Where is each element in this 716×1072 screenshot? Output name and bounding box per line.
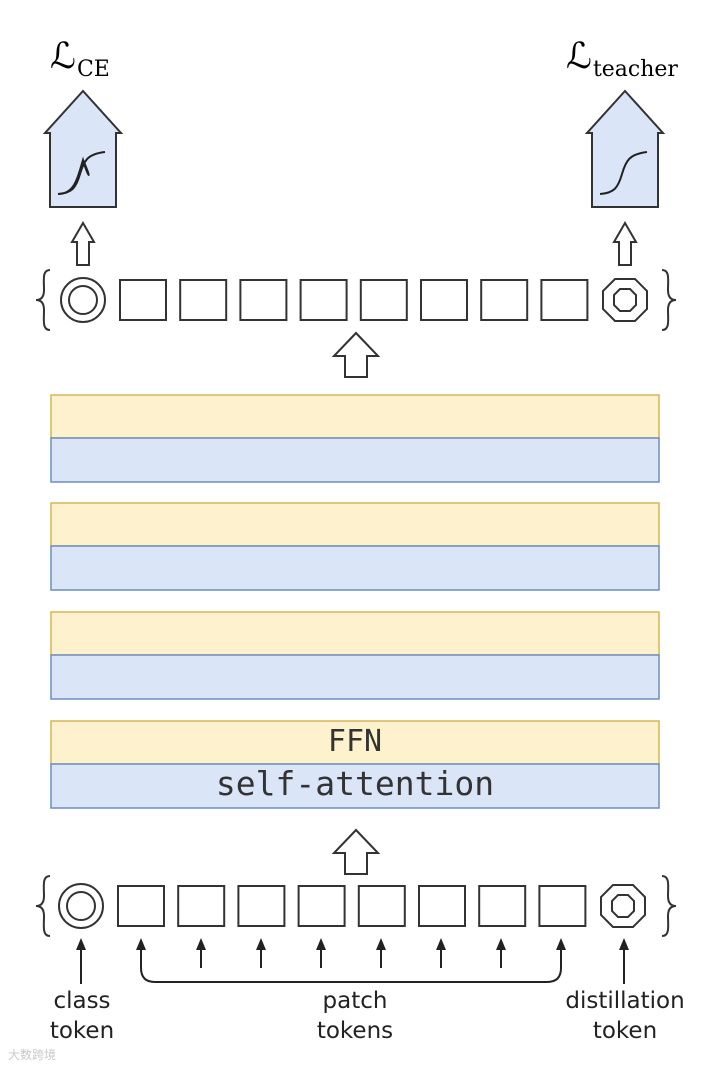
distill-token-input [600,884,646,928]
teacher-loss-label: ℒteacher [566,36,678,82]
arrow-head-icon [316,938,326,950]
arrow-head-icon [556,938,566,950]
self-attention-block [50,654,660,700]
arrow-head-icon [136,938,146,950]
self-attention-block [50,763,660,809]
output-patch-token [540,279,589,321]
class-token-output [60,277,106,323]
up-arrow-icon [70,221,96,266]
arrow-head-icon [436,938,446,950]
output-patch-token [179,279,228,321]
transformer-layers [50,394,660,809]
input-token-row [35,875,677,937]
input-patch-token [538,885,587,927]
output-patch-tokens [119,279,589,321]
output-patch-token [359,279,408,321]
output-patch-token [299,279,348,321]
teacher-loss-head [584,89,666,208]
input-patch-token [297,885,346,927]
output-patch-token [119,279,167,321]
arrow-head-icon [376,938,386,950]
input-patch-token [117,885,165,927]
input-patch-token [418,885,466,927]
ffn-block [50,394,660,439]
left-brace [35,875,51,937]
input-patch-token [357,885,406,927]
input-patch-token [478,885,527,927]
ce-loss-head [42,89,124,208]
up-arrow-icon [331,828,381,875]
sigmoid-icon [599,151,648,195]
ffn-label: FFN [327,724,383,759]
patch-arrow-bracket [140,946,562,983]
self-attention-block [50,545,660,591]
input-patch-tokens [117,885,587,927]
right-brace [661,875,677,937]
ce-loss-label: ℒCE [50,36,110,82]
class-token-arrow [76,938,86,984]
output-token-row [35,269,677,331]
self-attention-label: self-attention [215,764,495,803]
arrow-head-icon [256,938,266,950]
watermark: 大数跨境 [8,1048,57,1062]
arrow-head-icon [496,938,506,950]
up-arrow-icon [331,331,381,378]
patch-token-arrows [136,938,566,983]
left-brace [35,269,51,331]
ffn-block [50,611,660,656]
self-attention-block [50,437,660,483]
output-patch-token [420,279,468,321]
up-arrow-icon [612,221,638,266]
input-patch-token [177,885,226,927]
output-patch-token [480,279,529,321]
class-token-input [58,883,104,929]
ffn-block [50,502,660,547]
output-patch-token [239,279,288,321]
arrow-head-icon [196,938,206,950]
distill-token-arrow [619,938,629,984]
input-patch-token [237,885,286,927]
right-brace [661,269,677,331]
sigmoid-icon [57,151,106,195]
distill-token-output [602,278,648,322]
